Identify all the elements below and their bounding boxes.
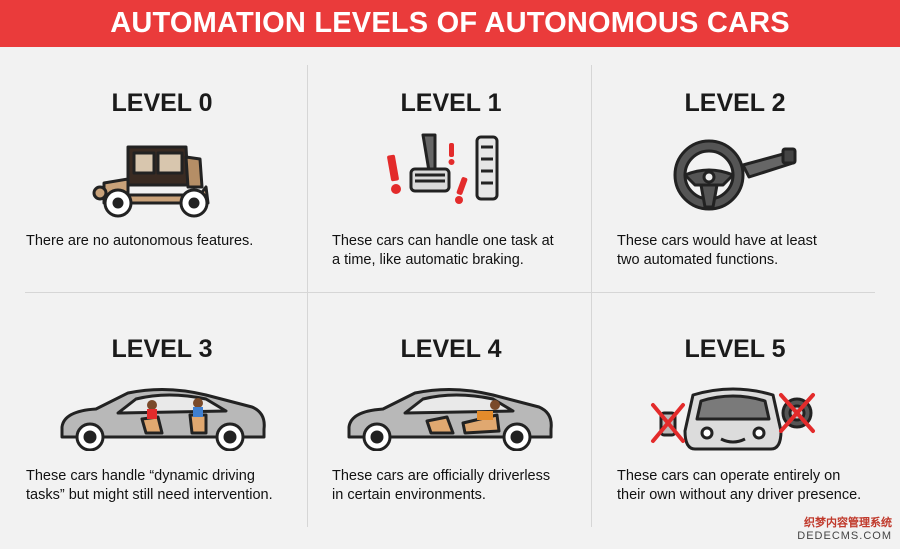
level-title: LEVEL 4 (400, 335, 502, 363)
level-title: LEVEL 0 (111, 89, 213, 117)
watermark-line-2: DEDECMS.COM (797, 530, 892, 542)
level-title: LEVEL 5 (684, 335, 786, 363)
steering-wheel-icon (673, 139, 797, 211)
level-4-card: LEVEL 4 These cars are officially driver… (309, 297, 593, 537)
level-title: LEVEL 3 (111, 335, 213, 363)
level-1-card: LEVEL 1 These cars can handle one task a… (309, 47, 593, 287)
divider (25, 292, 875, 293)
level-description: These cars handle “dynamic driving tasks… (26, 468, 273, 503)
level-0-card: LEVEL 0 There are no autonomous features… (20, 47, 304, 287)
level-title: LEVEL 1 (400, 89, 502, 117)
divider (591, 65, 592, 527)
page-title: AUTOMATION LEVELS OF AUTONOMOUS CARS (110, 7, 790, 39)
level-description: These cars are officially driverless in … (332, 468, 551, 503)
car-driver-passenger-icon (60, 387, 266, 451)
levels-grid: LEVEL 0 There are no autonomous features… (0, 47, 900, 549)
brake-pedal-icon (387, 133, 499, 204)
watermark-line-1: 织梦内容管理系统 (804, 517, 892, 529)
level-title: LEVEL 2 (684, 89, 786, 117)
level-description: There are no autonomous features. (26, 233, 254, 249)
watermark: 织梦内容管理系统 DEDECMS.COM (797, 517, 892, 543)
car-reclined-driver-icon (347, 387, 553, 451)
level-2-card: LEVEL 2 These cars would have at least t… (593, 47, 877, 287)
level-5-card: LEVEL 5 These cars can operate entirely … (593, 297, 877, 537)
title-banner: AUTOMATION LEVELS OF AUTONOMOUS CARS (0, 0, 900, 47)
vintage-car-icon (92, 145, 210, 218)
divider (307, 65, 308, 527)
level-3-card: LEVEL 3 These cars handle “dynamic drivi… (20, 297, 304, 537)
level-description: These cars can operate entirely on their… (617, 468, 862, 503)
level-description: These cars can handle one task at a time… (332, 233, 554, 268)
level-description: These cars would have at least two autom… (617, 233, 817, 268)
self-driving-car-icon (651, 387, 815, 451)
